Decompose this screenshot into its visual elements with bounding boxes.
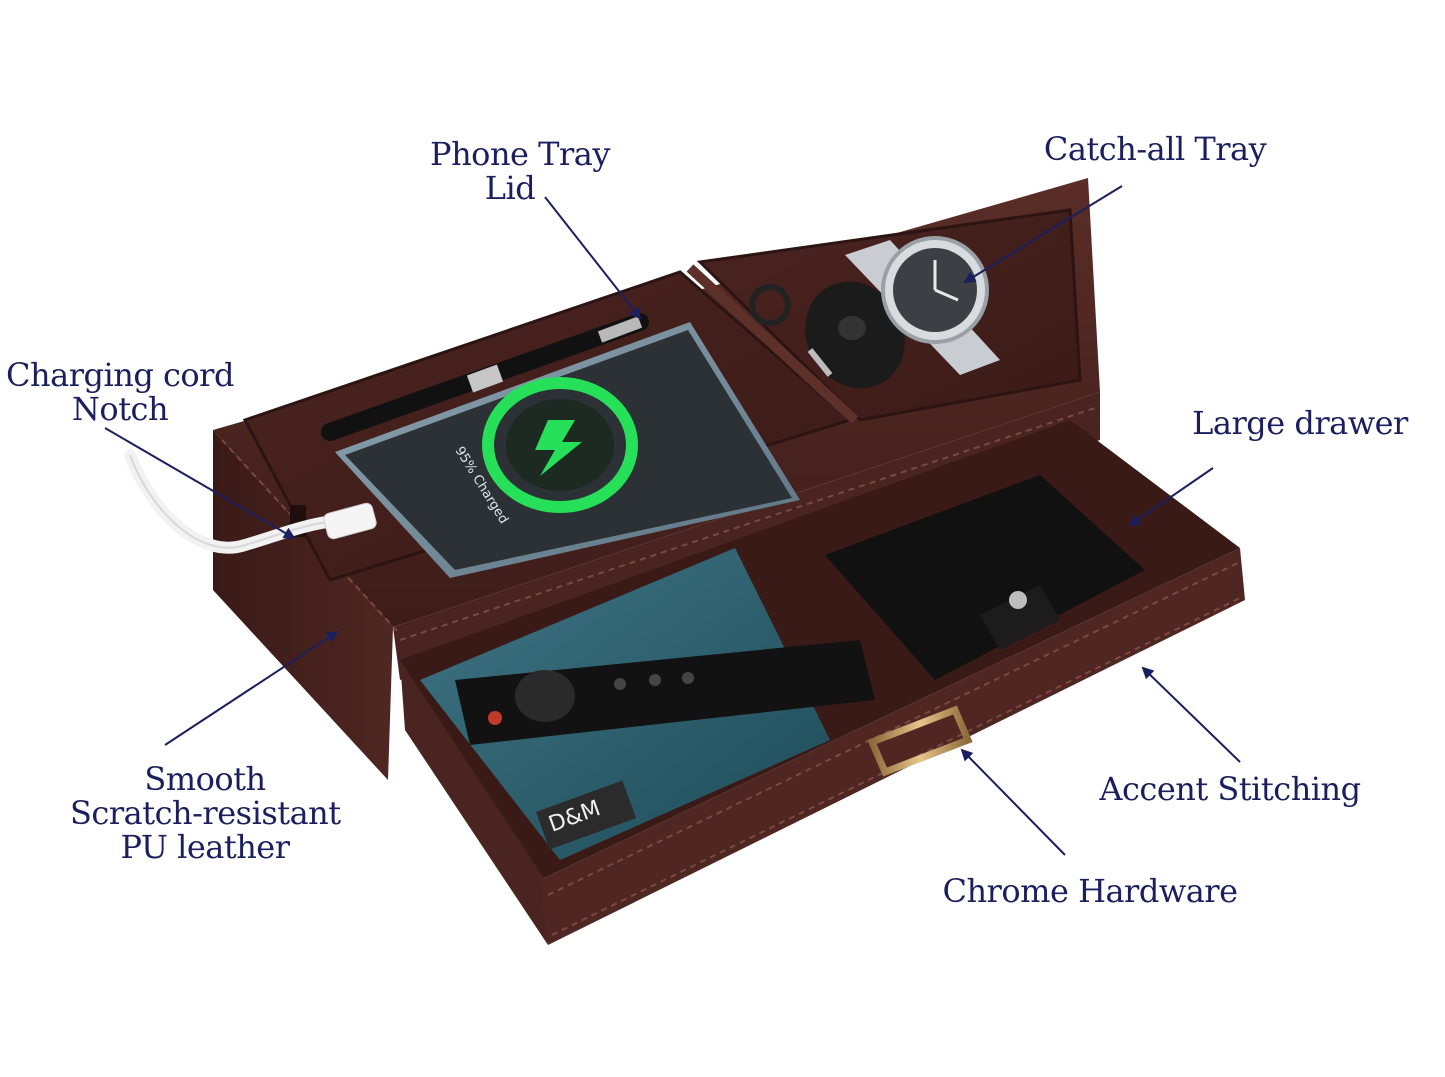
tray-divider <box>686 264 859 424</box>
callout-pu-leather: Smooth Scratch-resistant PU leather <box>70 760 341 866</box>
wristwatch <box>845 236 1000 375</box>
pointer-chrome-hardware <box>960 748 1066 856</box>
callout-catch-all-tray: Catch-all Tray <box>1035 132 1275 166</box>
charging-cable-edge <box>129 454 341 549</box>
tv-remote <box>455 640 875 745</box>
callout-pointers <box>104 185 1241 856</box>
pen <box>321 313 649 441</box>
callout-phone-tray-lid: Phone Tray Lid <box>420 137 620 205</box>
callout-phone-tray-lid-line1: Phone Tray <box>430 135 610 173</box>
callout-accent-stitching-line1: Accent Stitching <box>1099 770 1361 808</box>
pointer-charging-notch <box>104 427 296 540</box>
pointer-pu-leather <box>164 630 339 746</box>
callout-catch-all-tray-line1: Catch-all Tray <box>1043 130 1267 168</box>
pointer-phone-tray-lid <box>544 196 642 320</box>
magazine-logo-box <box>535 780 637 850</box>
usb-plug <box>323 502 377 540</box>
pointer-accent-stitching <box>1141 666 1241 763</box>
callout-charging-cord-notch: Charging cord Notch <box>5 358 235 426</box>
callout-large-drawer-line1: Large drawer <box>1192 404 1408 442</box>
front-stitching <box>399 407 1096 641</box>
pointer-large-drawer <box>1128 467 1214 527</box>
callout-phone-tray-lid-line2: Lid <box>484 169 536 207</box>
callout-chrome-hardware: Chrome Hardware <box>940 874 1240 908</box>
callout-charging-cord-notch-line1: Charging cord <box>6 356 234 394</box>
callout-accent-stitching: Accent Stitching <box>1095 772 1365 806</box>
chrome-handle <box>867 705 973 777</box>
pointer-catch-all-tray <box>963 185 1123 284</box>
callout-pu-leather-line2: Scratch-resistant <box>70 794 341 832</box>
drawer-stitching <box>547 562 1239 896</box>
drawer-front-panel <box>540 548 1245 945</box>
callout-large-drawer: Large drawer <box>1190 406 1410 440</box>
car-key <box>749 281 905 389</box>
lightning-bolt-icon <box>535 420 582 476</box>
callout-charging-cord-notch-line2: Notch <box>71 390 169 428</box>
card-wallet <box>825 475 1145 680</box>
callout-chrome-hardware-line1: Chrome Hardware <box>942 872 1238 910</box>
charging-ring <box>482 377 638 513</box>
drawer-stitching-lower <box>551 597 1241 936</box>
drawer-left-wall <box>400 660 548 945</box>
callout-pu-leather-line1: Smooth <box>144 760 266 798</box>
smartphone: 95% Charged <box>335 322 800 578</box>
callout-pu-leather-line3: PU leather <box>120 828 290 866</box>
